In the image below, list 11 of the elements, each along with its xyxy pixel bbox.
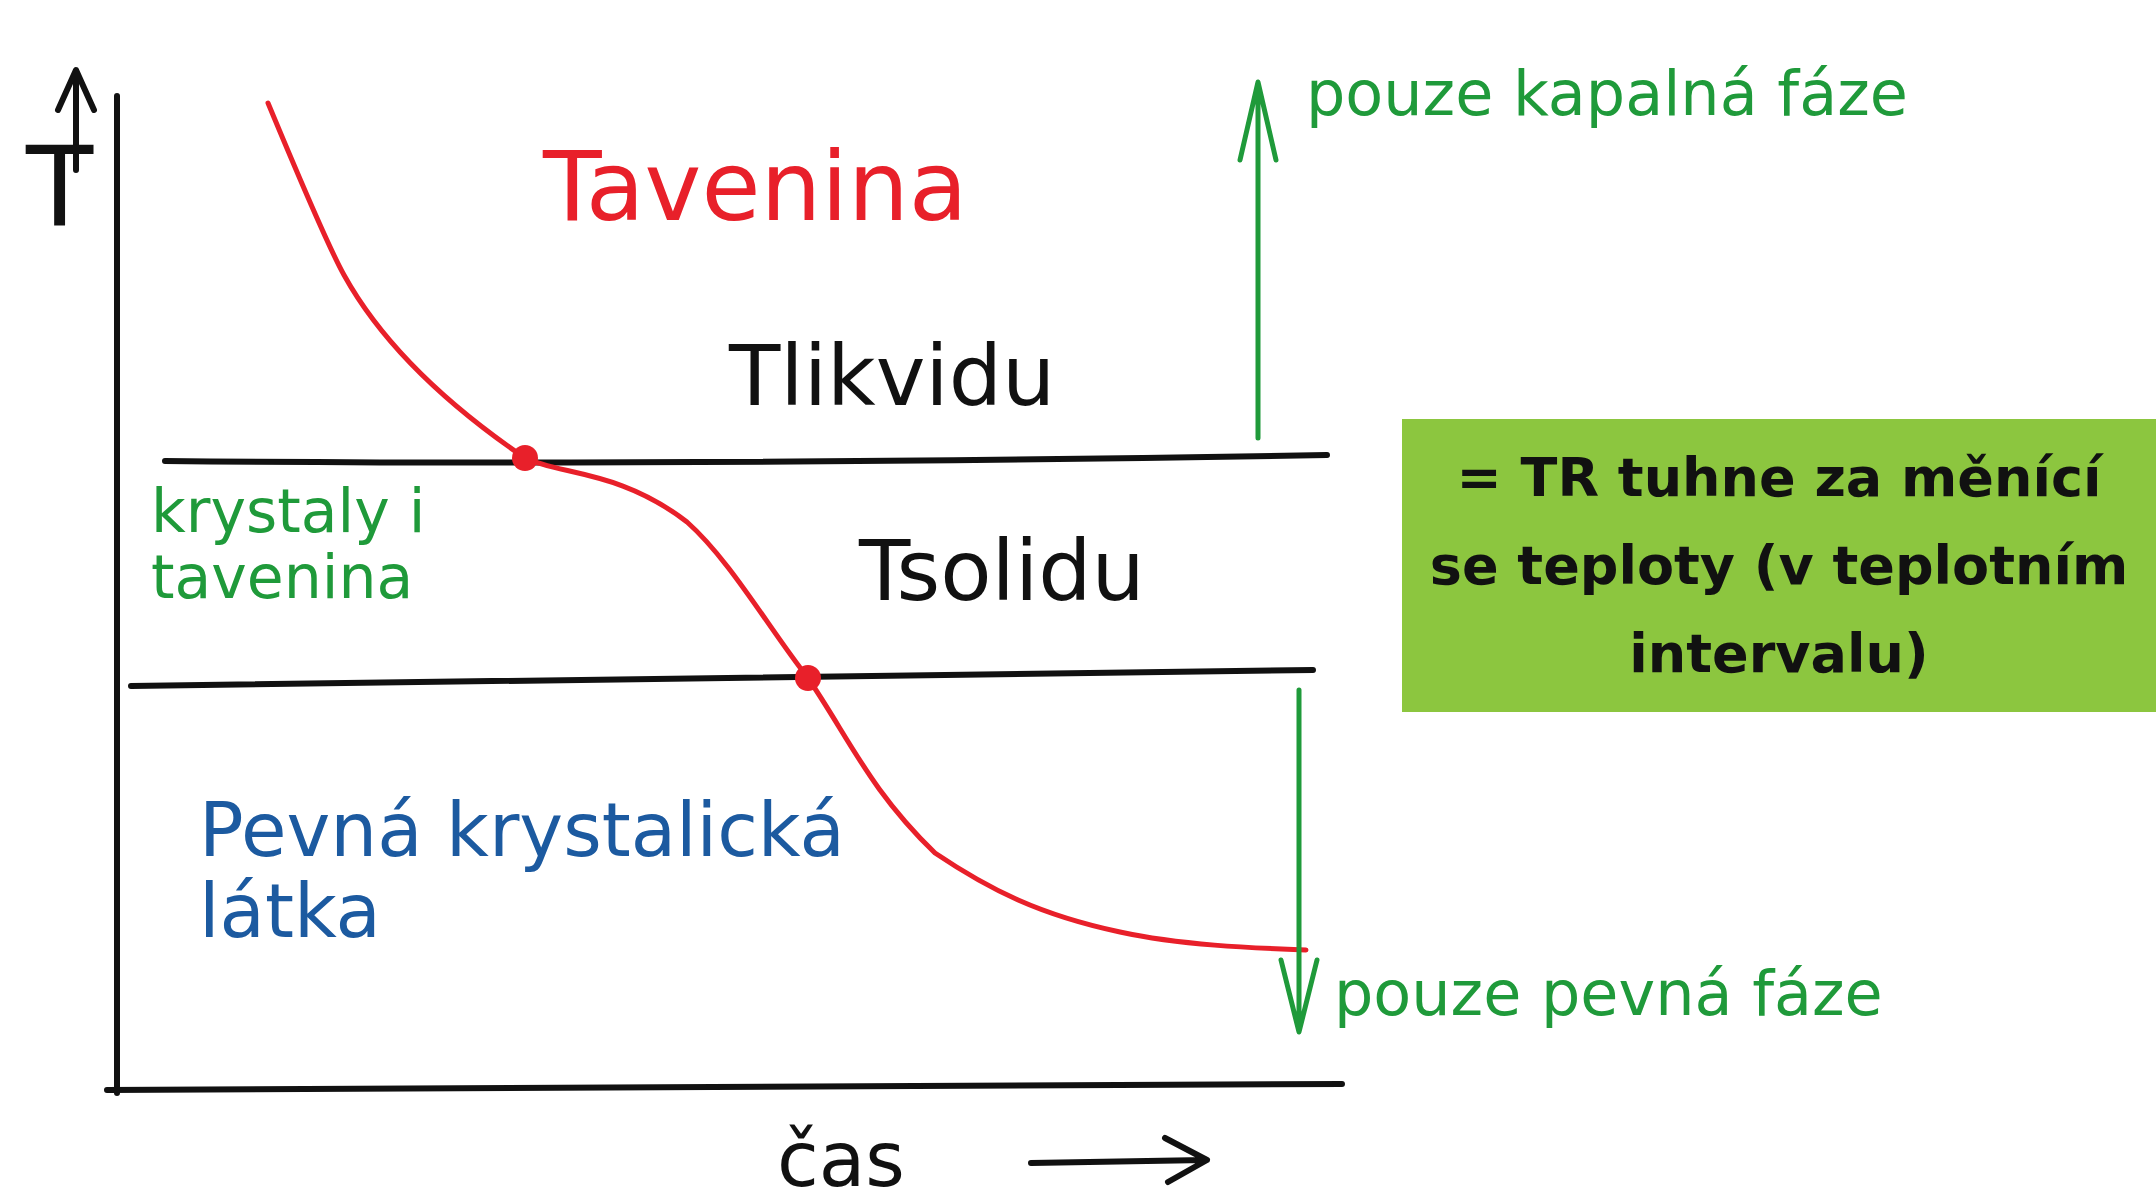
note-text: = TR tuhne za měnící se teploty (v teplotním intervalu) [1428,444,2130,687]
region-label: krystaly i tavenina [151,478,427,610]
axis-label: T [26,128,94,249]
line-label: Tlikvidu [729,330,1056,423]
region-note: pouze kapalná fáze [1306,60,1908,129]
note-box [1402,419,2156,712]
region-note: pouze pevná fáze [1334,960,1883,1029]
region-label: Tavenina [543,135,968,241]
line-label: Tsolidu [859,525,1145,618]
axis-label: čas [777,1118,905,1195]
region-label: Pevná krystalická látka [199,790,846,953]
